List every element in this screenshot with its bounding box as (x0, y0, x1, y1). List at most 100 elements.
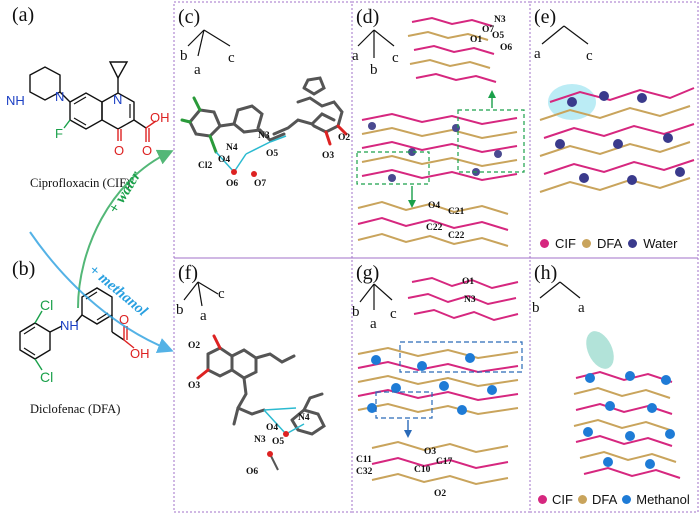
svg-text:O4: O4 (218, 155, 230, 165)
svg-text:O7: O7 (254, 179, 266, 189)
svg-text:O3: O3 (424, 447, 436, 457)
svg-text:N3: N3 (494, 15, 506, 25)
svg-text:N4: N4 (298, 413, 310, 423)
svg-text:NH: NH (60, 318, 79, 333)
svg-text:O5: O5 (492, 31, 504, 41)
svg-text:OH: OH (130, 346, 150, 361)
svg-text:N: N (113, 92, 122, 107)
svg-text:N: N (55, 89, 64, 104)
axis-indicator-h: b a (532, 281, 585, 316)
legend-dfa-dot (577, 495, 587, 504)
svg-text:O2: O2 (188, 341, 200, 351)
svg-text:F: F (55, 126, 63, 141)
svg-text:O6: O6 (500, 43, 512, 53)
legend-cif-label: CIF (552, 492, 573, 507)
legend-water-dot (628, 239, 638, 248)
svg-text:O2: O2 (434, 489, 446, 499)
svg-text:N3: N3 (258, 131, 270, 141)
svg-text:O1: O1 (470, 35, 482, 45)
svg-text:b: b (352, 304, 360, 320)
panel-label-e: (e) (534, 6, 557, 28)
svg-text:c: c (228, 50, 235, 66)
legend-e: CIF DFA Water (540, 236, 677, 251)
svg-text:c: c (392, 50, 399, 66)
svg-text:Cl: Cl (40, 369, 53, 385)
svg-text:b: b (370, 62, 378, 78)
svg-text:O7: O7 (482, 25, 494, 35)
panel-label-c: (c) (178, 6, 201, 28)
legend-dfa-label: DFA (591, 492, 618, 507)
svg-text:C22: C22 (426, 223, 443, 233)
svg-text:N3: N3 (254, 435, 266, 445)
legend-cif-label: CIF (555, 236, 576, 251)
legend-h: CIF DFA Methanol (538, 492, 690, 507)
svg-text:O5: O5 (272, 437, 284, 447)
svg-text:c: c (218, 286, 225, 302)
axis-indicator-e: a c (534, 25, 593, 64)
panel-label-h: (h) (534, 262, 558, 284)
legend-cif-dot (538, 495, 547, 504)
svg-text:b: b (176, 302, 184, 318)
svg-text:C10: C10 (414, 465, 431, 475)
svg-text:OH: OH (150, 110, 170, 125)
svg-text:O3: O3 (188, 381, 200, 391)
svg-text:a: a (200, 308, 207, 324)
svg-text:a: a (352, 48, 359, 64)
legend-methanol-dot (622, 495, 632, 504)
svg-text:b: b (180, 48, 188, 64)
dfa-name: Diclofenac (DFA) (30, 402, 121, 416)
legend-dfa-label: DFA (596, 236, 623, 251)
panel-f-structure: b a c O2 O3 O4 N4 O5 N3 O6 (176, 281, 326, 477)
panel-g-packing: b a c O1 N3 C11 C32 O3 C17 C10 O2 (352, 276, 523, 499)
axis-indicator-d: a b c (352, 29, 399, 78)
panel-label-d: (d) (356, 6, 380, 28)
svg-text:c: c (390, 306, 397, 322)
axis-indicator-f: b a c (176, 281, 225, 324)
svg-text:b: b (532, 300, 540, 316)
panel-h-packing: b a (532, 281, 681, 479)
panel-label-f: (f) (178, 262, 198, 284)
svg-text:a: a (194, 62, 201, 78)
svg-text:O3: O3 (322, 151, 334, 161)
svg-text:N4: N4 (226, 143, 238, 153)
legend-cif-dot (540, 239, 549, 248)
reaction-arrows (29, 149, 174, 353)
svg-text:C21: C21 (448, 207, 465, 217)
axis-indicator-c: b a c (180, 29, 235, 78)
svg-text:C22: C22 (448, 231, 465, 241)
svg-text:a: a (370, 316, 377, 332)
svg-text:C11: C11 (356, 455, 372, 465)
svg-text:O4: O4 (266, 423, 278, 433)
svg-text:O5: O5 (266, 149, 278, 159)
panel-d-packing: a b c N3 O7 O1 O5 O6 O4 C21 C22 C22 (352, 15, 525, 247)
svg-text:c: c (586, 48, 593, 64)
svg-text:Cl: Cl (40, 297, 53, 313)
axis-indicator-g: b a c (352, 283, 397, 332)
cif-name: Ciprofloxacin (CIF) (30, 176, 131, 190)
svg-text:O1: O1 (462, 277, 474, 287)
svg-text:O6: O6 (246, 467, 258, 477)
panel-label-g: (g) (356, 262, 380, 284)
svg-text:O4: O4 (428, 201, 440, 211)
panel-e-packing: a c (534, 25, 695, 193)
panel-label-b: (b) (12, 258, 36, 280)
legend-water-label: Water (643, 236, 678, 251)
panel-c-structure: b a c N4 N3 O4 O5 Cl2 O6 O7 O2 O3 (180, 29, 350, 189)
svg-text:C32: C32 (356, 467, 373, 477)
svg-text:O: O (142, 143, 152, 158)
svg-text:C17: C17 (436, 457, 453, 467)
svg-text:a: a (534, 46, 541, 62)
panel-label-a: (a) (12, 4, 35, 26)
cif-nh: NH (6, 93, 25, 108)
diclofenac-structure: Cl Cl NH O OH (19, 287, 150, 385)
svg-text:O6: O6 (226, 179, 238, 189)
svg-text:O2: O2 (338, 133, 350, 143)
legend-dfa-dot (581, 239, 591, 248)
ciprofloxacin-structure: NH N N F O O OH (6, 61, 170, 158)
svg-text:Cl2: Cl2 (198, 161, 213, 171)
svg-text:O: O (114, 143, 124, 158)
svg-text:a: a (578, 300, 585, 316)
svg-text:O: O (119, 312, 129, 327)
legend-methanol-label: Methanol (636, 492, 690, 507)
